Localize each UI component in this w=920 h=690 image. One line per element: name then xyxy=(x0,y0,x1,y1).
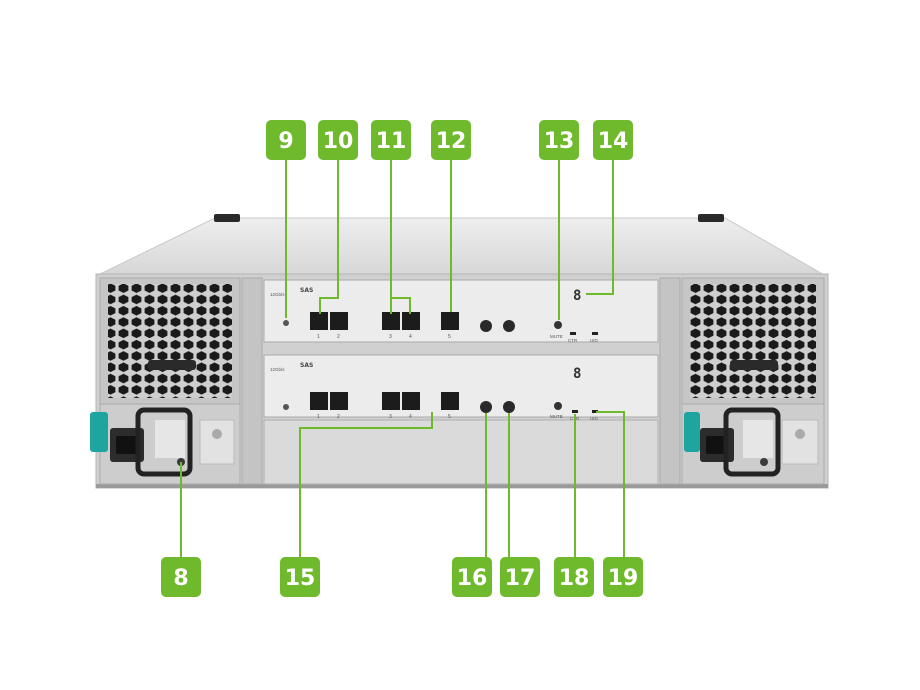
upper-sas-port-4[interactable] xyxy=(402,312,420,330)
lower-port-num-3: 3 xyxy=(389,414,392,420)
upper-uid-led xyxy=(592,332,598,335)
center-bay xyxy=(241,277,681,485)
lower-console-port[interactable] xyxy=(480,401,492,413)
callout-9: 9 xyxy=(266,120,306,160)
upper-port-num-5: 5 xyxy=(448,334,451,340)
upper-reset-button[interactable] xyxy=(283,320,289,326)
lower-sas-port-5[interactable] xyxy=(441,392,459,410)
callout-8: 8 xyxy=(161,557,201,597)
left-psu-label-plate xyxy=(199,419,235,465)
leader-10 xyxy=(319,160,339,314)
callout-13-label: 13 xyxy=(544,129,575,154)
leader-14 xyxy=(586,160,614,295)
lower-ctr-led xyxy=(572,410,578,413)
lower-brand-label: 12Gb/s xyxy=(270,367,285,372)
chassis-top-lip-left xyxy=(214,214,240,222)
lower-sas-port-2[interactable] xyxy=(330,392,348,410)
upper-port-num-3: 3 xyxy=(389,334,392,340)
callout-18-label: 18 xyxy=(559,566,590,591)
callout-16-label: 16 xyxy=(457,566,488,591)
right-psu-latch[interactable] xyxy=(684,412,700,452)
right-fan-grille xyxy=(690,284,816,398)
callout-13: 13 xyxy=(539,120,579,160)
right-fan-bay xyxy=(681,277,825,405)
upper-ctr-led xyxy=(570,332,576,335)
left-psu-handle[interactable] xyxy=(135,407,193,477)
lower-uid-label: UID xyxy=(590,416,599,421)
leader-lines xyxy=(180,160,625,558)
callout-12: 12 xyxy=(431,120,471,160)
chassis-top-panel xyxy=(95,217,828,277)
right-psu-status-led xyxy=(760,458,768,466)
upper-console-port[interactable] xyxy=(480,320,492,332)
callout-12-label: 12 xyxy=(436,129,467,154)
left-fan-grille xyxy=(108,284,232,398)
upper-segment-display: 8 xyxy=(573,288,581,304)
upper-sas-port-2[interactable] xyxy=(330,312,348,330)
controller-module-lower: 12Gb/s SAS 1 2 3 4 5 MUTE CTR UID 8 xyxy=(263,354,659,421)
lower-port-num-4: 4 xyxy=(409,414,412,420)
upper-port-num-4: 4 xyxy=(409,334,412,340)
callout-17: 17 xyxy=(500,557,540,597)
lower-service-port[interactable] xyxy=(503,401,515,413)
callout-14: 14 xyxy=(593,120,633,160)
blank-slot-panel xyxy=(263,419,659,485)
right-psu-handle[interactable] xyxy=(723,407,781,477)
callout-14-label: 14 xyxy=(598,129,629,154)
upper-sas-port-1[interactable] xyxy=(310,312,328,330)
controller-module-upper: 12Gb/s SAS 1 2 3 4 5 MUTE CTR UID 8 xyxy=(263,279,659,343)
callout-19-label: 19 xyxy=(608,566,639,591)
leader-19 xyxy=(596,411,625,558)
lower-port-num-5: 5 xyxy=(448,414,451,420)
upper-sas-port-3[interactable] xyxy=(382,312,400,330)
callout-16: 16 xyxy=(452,557,492,597)
callout-19: 19 xyxy=(603,557,643,597)
callout-18: 18 xyxy=(554,557,594,597)
upper-sas-port-5[interactable] xyxy=(441,312,459,330)
callout-15: 15 xyxy=(280,557,320,597)
left-fan-bay xyxy=(99,277,241,405)
lower-mute-button[interactable] xyxy=(554,402,562,410)
lower-port-num-2: 2 xyxy=(337,414,340,420)
callout-8-label: 8 xyxy=(173,566,188,591)
upper-ctr-label: CTR xyxy=(568,338,578,343)
lower-port-num-1: 1 xyxy=(317,414,320,420)
upper-uid-label: UID xyxy=(590,338,599,343)
upper-mute-button[interactable] xyxy=(554,321,562,329)
lower-uid-led xyxy=(592,410,598,413)
chassis-bottom-edge xyxy=(96,484,828,488)
lower-mute-label: MUTE xyxy=(550,414,563,419)
left-psu-latch[interactable] xyxy=(90,412,108,452)
lower-segment-display: 8 xyxy=(573,366,581,382)
lower-reset-button[interactable] xyxy=(283,404,289,410)
upper-brand-label: 12Gb/s xyxy=(270,292,285,297)
upper-sas-label: SAS xyxy=(300,287,313,294)
lower-sas-port-4[interactable] xyxy=(402,392,420,410)
right-fan-handle[interactable] xyxy=(730,360,778,370)
left-fan-handle[interactable] xyxy=(148,360,196,370)
callout-9-label: 9 xyxy=(278,129,293,154)
left-psu xyxy=(90,403,241,485)
upper-port-num-1: 1 xyxy=(317,334,320,340)
right-psu xyxy=(681,403,825,485)
callout-10-label: 10 xyxy=(323,129,354,154)
lower-sas-label: SAS xyxy=(300,362,313,369)
leader-15 xyxy=(299,412,433,558)
callout-10: 10 xyxy=(318,120,358,160)
upper-service-port[interactable] xyxy=(503,320,515,332)
leader-11b xyxy=(391,297,411,314)
upper-port-num-2: 2 xyxy=(337,334,340,340)
lower-sas-port-1[interactable] xyxy=(310,392,328,410)
callout-15-label: 15 xyxy=(285,566,316,591)
right-psu-label-plate xyxy=(781,419,819,465)
callout-11: 11 xyxy=(371,120,411,160)
upper-mute-label: MUTE xyxy=(550,334,563,339)
callout-11-label: 11 xyxy=(376,129,407,154)
callout-17-label: 17 xyxy=(505,566,536,591)
chassis-top-lip-right xyxy=(698,214,724,222)
lower-sas-port-3[interactable] xyxy=(382,392,400,410)
